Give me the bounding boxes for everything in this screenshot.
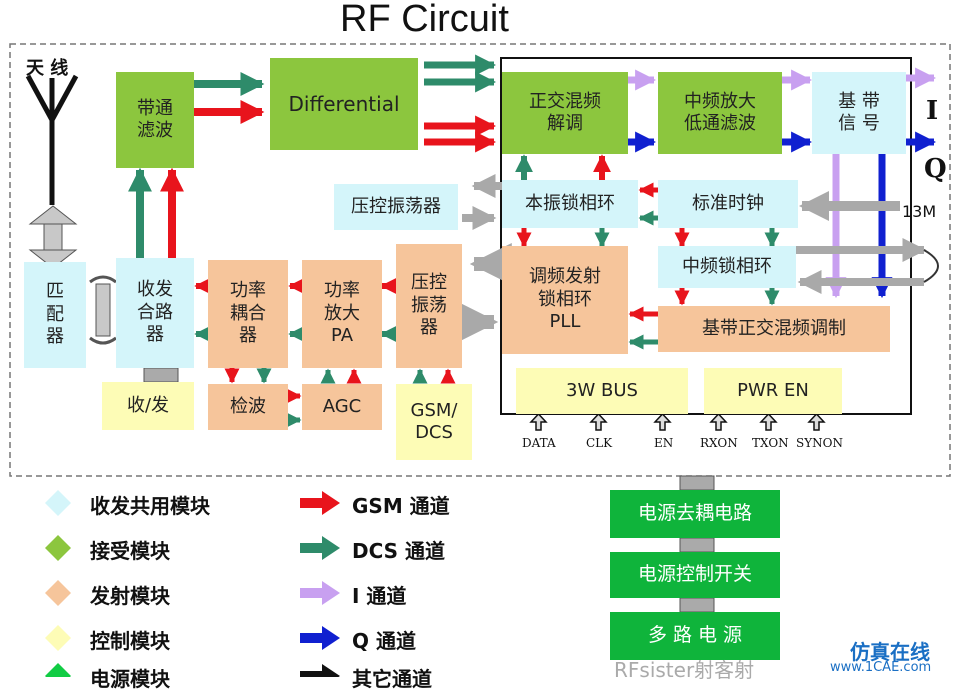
pin-en: EN [654,436,674,450]
detector: 检波 [208,384,288,430]
antenna-icon [25,74,79,205]
watermark-site: 仿真在线 [850,640,930,664]
watermark-text: RFsister射客射 [614,658,755,682]
power-link-3 [679,597,715,613]
legend-module-swatch [45,535,71,561]
fm-transmit-pll: 调频发射 锁相环 PLL [502,246,628,354]
duplexer: 收发 合路 器 [116,258,194,368]
power-decoupling: 电源去耦电路 [610,490,780,538]
differential-block: Differential [270,58,418,150]
reference-clock: 标准时钟 [658,180,798,228]
vco-tx: 压控 振荡 器 [396,244,462,368]
pin-clk: CLK [586,436,613,450]
bandpass-filter: 带通 滤波 [116,72,194,168]
output-q-label: Q [924,154,947,184]
agc: AGC [302,384,382,430]
antenna-match-link [28,205,78,269]
legend-module-label: 发射模块 [90,584,170,608]
clock-13m-label: 13M [902,202,937,221]
outer-dashed-frame [9,43,951,477]
legend-channel-arrow [300,581,340,605]
legend-channel-label: I 通道 [352,584,407,608]
legend-channel-arrow [300,664,340,677]
pin-arrows [529,412,826,431]
pin-synon: SYNON [796,436,843,450]
legend-module-swatch [45,663,71,677]
match-duplexer-link [89,275,117,345]
output-i-label: I [926,96,939,126]
legend-channel-arrow [300,536,340,560]
power-enable: PWR EN [704,368,842,414]
three-wire-bus: 3W BUS [516,368,688,414]
legend-channel-label: 其它通道 [352,667,432,691]
diagram-title: RF Circuit [340,0,509,40]
connection-layer [9,43,951,677]
multi-power-supply: 多 路 电 源 [610,612,780,660]
rf-circuit-diagram: RF Circuit 天 线 带通 滤波 Differential 正交混频 解… [9,0,951,691]
legend-channel-label: GSM 通道 [352,494,450,518]
power-control-switch: 电源控制开关 [610,552,780,598]
legend-module-swatch [45,490,71,516]
quadrature-demodulator: 正交混频 解调 [502,72,628,154]
lo-pll: 本振锁相环 [502,180,638,228]
watermark-url: www.1CAE.com [830,660,932,675]
matcher: 匹 配 器 [24,262,86,368]
legend-channel-label: Q 通道 [352,629,416,653]
baseband-modulator: 基带正交混频调制 [658,306,890,352]
legend-module-label: 电源模块 [90,667,170,691]
legend-module-swatch [45,580,71,606]
legend-channel-label: DCS 通道 [352,539,446,563]
rx-tx-switch: 收/发 [102,382,194,430]
ifpll-loop [923,249,939,283]
if-amplifier-lowpass: 中频放大 低通滤波 [658,72,782,154]
pin-txon: TXON [752,436,789,450]
vco-rx: 压控振荡器 [334,184,458,230]
power-coupler: 功率 耦合 器 [208,260,288,368]
legend-module-label: 控制模块 [90,629,170,653]
power-link-2 [679,537,715,553]
chip-border [500,57,912,415]
power-amplifier: 功率 放大 PA [302,260,382,368]
if-pll: 中频锁相环 [658,246,796,288]
pin-data: DATA [522,436,556,450]
power-link-1 [679,475,715,491]
legend-module-label: 接受模块 [90,539,170,563]
gsm-dcs-select: GSM/ DCS [396,384,472,460]
legend-module-label: 收发共用模块 [90,494,210,518]
duplexer-rxtx-link [143,367,179,383]
legend-channel-arrow [300,491,340,515]
antenna-label: 天 线 [26,58,69,79]
legend-module-swatch [45,625,71,651]
legend-channel-arrow [300,626,340,650]
pin-rxon: RXON [700,436,738,450]
baseband-signal: 基 带 信 号 [812,72,906,154]
